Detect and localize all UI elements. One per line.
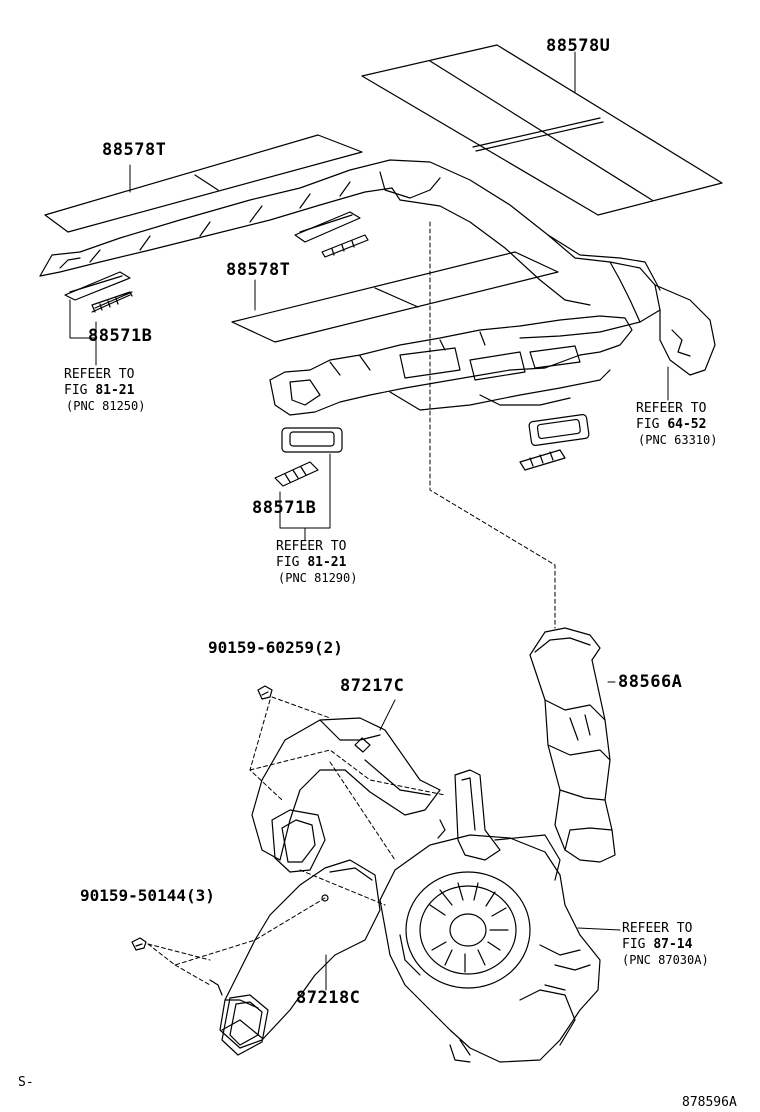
dashed-guides xyxy=(147,221,556,986)
front-duct xyxy=(269,315,633,416)
vent-right xyxy=(519,413,590,471)
pad-88578T-mid xyxy=(231,251,559,343)
rear-duct xyxy=(39,159,716,376)
label-87218C: 87218C xyxy=(296,988,361,1008)
ref-unit-fig-prefix: FIG xyxy=(622,937,654,952)
label-88578U: 88578U xyxy=(546,36,611,56)
ref-center-line1: REFEER TO xyxy=(276,539,347,554)
ref-right-fig: FIG 64-52 xyxy=(636,418,706,431)
label-88578T-upper: 88578T xyxy=(102,140,167,160)
ref-center-fig: FIG 81-21 xyxy=(276,556,346,569)
leader-lines xyxy=(69,51,669,991)
corner-mark: S- xyxy=(18,1075,34,1090)
ref-right-line1: REFEER TO xyxy=(636,401,707,416)
ref-right-fig-number: 64-52 xyxy=(667,417,707,432)
duct-87217C xyxy=(251,717,441,873)
label-88566A: 88566A xyxy=(618,672,683,692)
vent-left xyxy=(64,271,133,313)
ref-left-pnc: (PNC 81250) xyxy=(66,399,146,413)
ref-left-fig-prefix: FIG xyxy=(64,383,96,398)
duct-87218C xyxy=(209,859,381,1056)
label-90159-50144: 90159-50144(3) xyxy=(80,886,215,905)
drawing-number: 878596A xyxy=(682,1095,737,1110)
label-90159-60259: 90159-60259(2) xyxy=(208,638,343,657)
ref-left-fig-number: 81-21 xyxy=(95,383,135,398)
vent-upper-center xyxy=(294,211,369,258)
ref-unit-fig-number: 87-14 xyxy=(653,937,693,952)
ref-center-fig-number: 81-21 xyxy=(307,555,347,570)
label-88571B-center: 88571B xyxy=(252,498,317,518)
pad-88578U xyxy=(361,44,723,216)
label-87217C: 87217C xyxy=(340,676,405,696)
label-88571B-left: 88571B xyxy=(88,326,153,346)
pad-88578T-upper xyxy=(44,134,363,233)
ref-left-line1: REFEER TO xyxy=(64,367,135,382)
ref-right-pnc: (PNC 63310) xyxy=(638,433,718,447)
ref-unit-line1: REFEER TO xyxy=(622,921,693,936)
screw-lower xyxy=(131,937,147,951)
vent-center xyxy=(274,427,343,487)
blower-unit xyxy=(379,769,601,1063)
ref-center-fig-prefix: FIG xyxy=(276,555,308,570)
screw-upper xyxy=(257,685,273,700)
duct-88566A xyxy=(529,627,616,863)
ref-unit-pnc: (PNC 87030A) xyxy=(622,953,709,967)
label-88578T-mid: 88578T xyxy=(226,260,291,280)
ref-left-fig: FIG 81-21 xyxy=(64,384,134,397)
ref-right-fig-prefix: FIG xyxy=(636,417,668,432)
ref-center-pnc: (PNC 81290) xyxy=(278,571,358,585)
ref-unit-fig: FIG 87-14 xyxy=(622,938,692,951)
